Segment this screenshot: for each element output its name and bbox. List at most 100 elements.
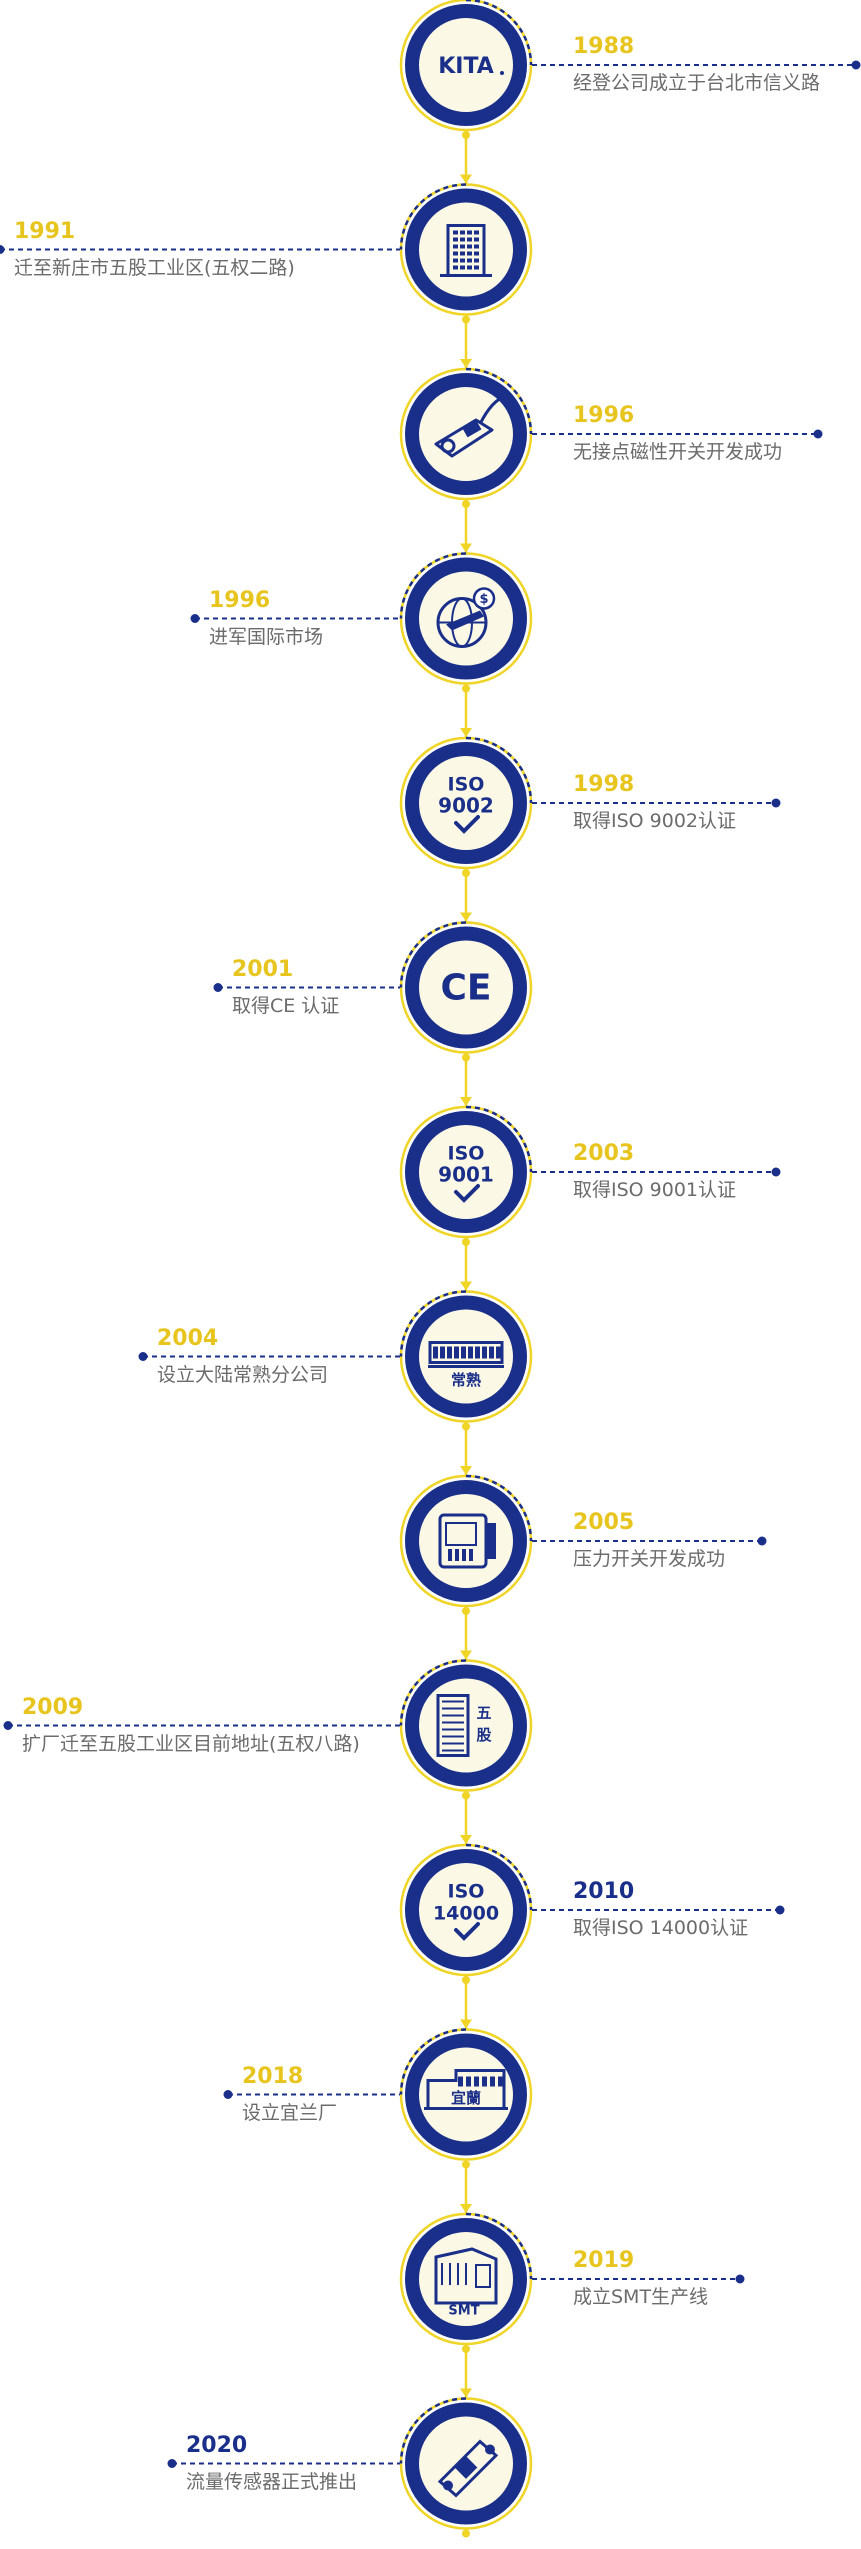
milestone-2001: CE [213,921,533,1054]
connector-arrow [460,174,472,184]
dashed-arc [399,552,467,619]
dashed-arc [465,1105,533,1173]
badge-disc [405,4,527,126]
connector-arrow [460,2204,472,2213]
connector-dot [462,684,470,693]
leader-dot [735,2274,745,2284]
badge-disc [405,1480,527,1602]
connector-dot [462,1422,470,1431]
milestone-year: 2010 [573,1879,635,1904]
dashed-arc [399,2028,467,2095]
smt-sign: SMT [448,2304,479,2319]
milestone-1991 [0,183,533,316]
connector-dot [462,2345,470,2353]
leader-dot [190,614,200,623]
connector-dot [462,131,470,139]
milestone-2019: SMT [399,2212,745,2346]
connector-arrow [460,1466,472,1475]
milestone-description: 成立SMT生产线 [573,2286,709,2308]
dashed-arc [465,1843,533,1911]
connector-dot [462,1238,470,1246]
connector-arrow [460,543,472,553]
connector-arrow [460,1835,472,1844]
badge-disc [405,1664,527,1787]
badge-disc [405,1111,527,1233]
leader-dot [757,1536,767,1546]
leader-dot [138,1352,148,1361]
smt-machine-icon: SMT [434,2247,498,2319]
connector-dot [462,869,470,877]
milestone-year: 2020 [186,2432,248,2458]
badge-disc [405,1849,527,1971]
dollar-icon-text: $ [479,592,488,607]
yilan-factory-icon: 宜蘭 [424,2069,508,2110]
milestone-1996: $ [190,552,533,685]
milestone-year: 2003 [573,1141,635,1166]
milestone-year: 2009 [22,1694,84,1720]
badge-disc [405,2033,527,2156]
connector-dot [462,2529,470,2538]
leader-dot [851,60,861,70]
leader-dot [771,1167,781,1177]
milestone-year: 1996 [209,587,271,613]
changshu-sign: 常熟 [451,1371,481,1389]
milestone-description: 取得ISO 9002认证 [573,810,737,832]
factory-changshu-icon: 常熟 [428,1341,504,1389]
dashed-arc [399,1659,467,1726]
milestone-description: 迁至新庄市五股工业区(五权二路) [14,256,295,279]
dashed-arc [399,2397,467,2464]
connector-dot [462,315,470,324]
yilan-sign: 宜蘭 [451,2089,481,2107]
connector-arrow [460,2388,472,2398]
milestone-year: 1996 [573,403,635,428]
milestone-description: 压力开关开发成功 [573,1548,726,1570]
milestone-year: 2018 [242,2063,304,2089]
milestone-description: 无接点磁性开关开发成功 [573,441,783,463]
kita-logo-text: KITA [438,54,494,79]
dashed-arc [399,183,467,250]
iso-label: ISO [448,1881,485,1903]
wugu-sign-1: 五 [476,1704,491,1722]
connector-arrow [460,1097,472,1106]
iso-number: 14000 [433,1903,499,1925]
connector-arrow [460,2019,472,2029]
milestone-description: 取得ISO 14000认证 [573,1917,749,1939]
milestone-description: 流量传感器正式推出 [186,2470,358,2493]
milestone-year: 2005 [573,1510,635,1535]
milestone-description: 设立宜兰厂 [242,2101,338,2124]
milestone-2020 [167,2397,533,2530]
milestone-year: 2004 [157,1325,219,1351]
connector-arrow [460,912,472,922]
milestone-description: 取得CE 认证 [232,994,340,1017]
milestone-year: 2019 [573,2248,635,2273]
flow-sensor-icon [437,2439,499,2498]
connector-dot [462,2160,470,2169]
leader-dot [771,798,781,808]
milestone-year: 1991 [14,218,76,244]
milestone-2018: 宜蘭 [223,2028,533,2161]
leader-dot [167,2459,177,2468]
dashed-arc [399,921,467,988]
milestone-description: 进军国际市场 [209,625,324,648]
wugu-sign-2: 股 [476,1726,492,1744]
dashed-arc [465,736,533,804]
milestone-description: 扩厂迁至五股工业区目前地址(五权八路) [22,1732,360,1755]
globe-airplane-dollar-icon: $ [436,587,496,648]
leader-dot [223,2090,233,2099]
leader-dot [775,1905,785,1915]
connector-arrow [460,359,472,368]
wugu-building-icon: 五股 [436,1694,492,1757]
magnetic-switch-icon [434,394,507,458]
dashed-arc [465,2212,533,2280]
badge-disc [405,742,527,864]
milestone-2004: 常熟 [138,1290,533,1423]
kita-logo: KITA [438,54,504,79]
milestone-2009: 五股 [3,1659,533,1792]
connector-dot [462,1607,470,1615]
milestone-description: 取得ISO 9001认证 [573,1179,737,1201]
badge-disc [405,926,527,1049]
